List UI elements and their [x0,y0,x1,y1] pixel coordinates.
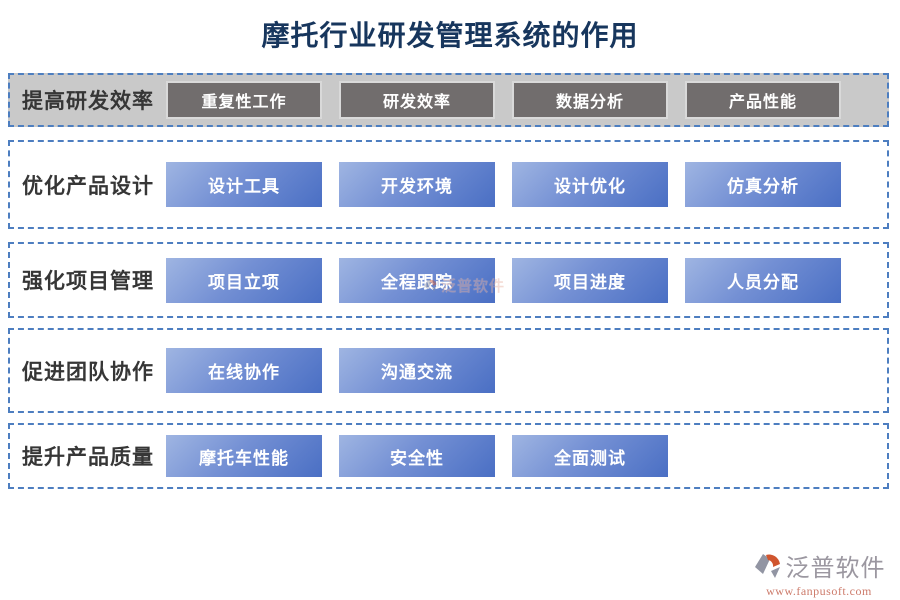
button-group: 设计工具开发环境设计优化仿真分析 [166,162,841,207]
brand-logo-icon [753,551,783,581]
brand-url: www.fanpusoft.com [766,584,872,598]
row-label: 强化项目管理 [22,269,154,293]
feature-row-5: 提升产品质量摩托车性能安全性全面测试 [8,423,889,489]
feature-row-1: 提高研发效率重复性工作研发效率数据分析产品性能 [8,73,889,127]
button-group: 项目立项全程跟踪项目进度人员分配 [166,257,841,303]
brand-footer: 泛普软件 www.fanpusoft.com [750,548,888,599]
feature-button[interactable]: 重复性工作 [166,81,322,119]
row-label: 提升产品质量 [22,445,154,469]
button-group: 在线协作沟通交流 [166,348,495,393]
button-group: 重复性工作研发效率数据分析产品性能 [166,81,841,119]
brand-line: 泛普软件 [753,548,886,583]
feature-button[interactable]: 安全性 [339,435,495,477]
feature-button[interactable]: 全面测试 [512,435,668,477]
feature-button[interactable]: 人员分配 [685,257,841,303]
feature-button[interactable]: 数据分析 [512,81,668,119]
feature-button[interactable]: 研发效率 [339,81,495,119]
feature-button[interactable]: 开发环境 [339,162,495,207]
brand-name: 泛普软件 [785,555,886,582]
row-label: 提高研发效率 [22,89,154,113]
feature-button[interactable]: 项目进度 [512,257,668,303]
feature-row-4: 促进团队协作在线协作沟通交流 [8,328,889,413]
feature-button[interactable]: 全程跟踪 [339,257,495,303]
row-label: 促进团队协作 [22,359,154,384]
feature-button[interactable]: 沟通交流 [339,348,495,393]
feature-button[interactable]: 在线协作 [166,348,322,393]
row-label: 优化产品设计 [22,173,154,198]
feature-button[interactable]: 仿真分析 [685,162,841,207]
feature-row-2: 优化产品设计设计工具开发环境设计优化仿真分析 [8,140,889,229]
feature-button[interactable]: 项目立项 [166,257,322,303]
feature-button[interactable]: 产品性能 [685,81,841,119]
feature-button[interactable]: 设计工具 [166,162,322,207]
page-title: 摩托行业研发管理系统的作用 [261,21,639,52]
feature-button[interactable]: 摩托车性能 [166,435,322,477]
feature-button[interactable]: 设计优化 [512,162,668,207]
feature-row-3: 强化项目管理项目立项全程跟踪项目进度人员分配 [8,242,889,318]
button-group: 摩托车性能安全性全面测试 [166,435,668,477]
